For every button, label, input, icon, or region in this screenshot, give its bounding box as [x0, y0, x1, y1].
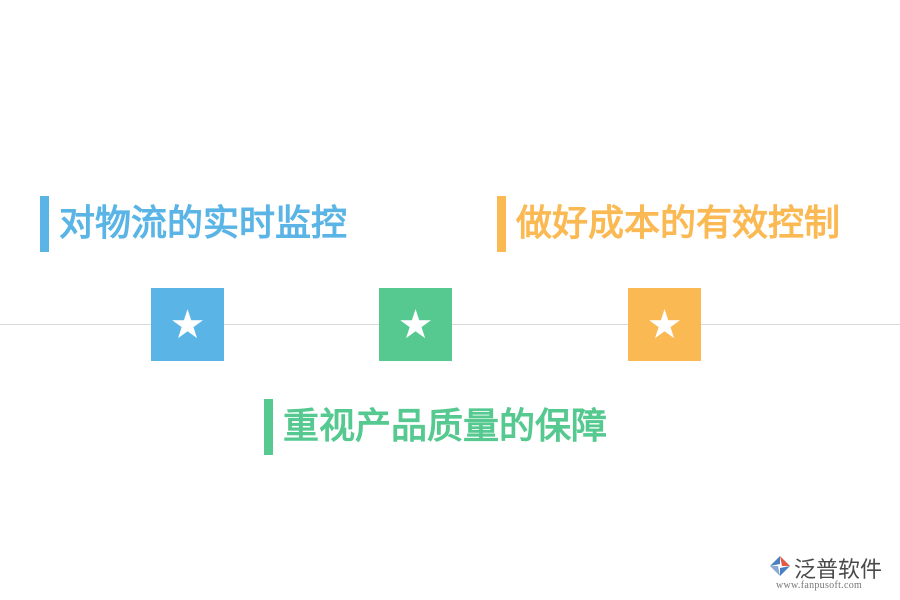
star-box-blue: ★: [151, 288, 224, 361]
logo-url: www.fanpusoft.com: [776, 580, 863, 591]
label-accent-bar: [264, 399, 273, 455]
label-accent-bar: [40, 196, 49, 252]
label-logistics-monitoring: 对物流的实时监控: [40, 196, 347, 252]
fanpu-logo: 泛普软件 www.fanpusoft.com: [768, 554, 894, 594]
fanpu-logo-icon: [770, 556, 790, 576]
label-quality-assurance: 重视产品质量的保障: [264, 399, 607, 455]
star-box-green: ★: [379, 288, 452, 361]
star-icon: ★: [646, 301, 683, 348]
star-box-orange: ★: [628, 288, 701, 361]
star-icon: ★: [169, 301, 206, 348]
star-icon: ★: [397, 301, 434, 348]
label-text: 重视产品质量的保障: [283, 406, 608, 447]
label-cost-control: 做好成本的有效控制: [497, 196, 840, 252]
label-accent-bar: [497, 196, 506, 252]
label-text: 做好成本的有效控制: [516, 203, 841, 244]
label-text: 对物流的实时监控: [59, 203, 348, 244]
logo-name: 泛普软件: [794, 558, 883, 583]
